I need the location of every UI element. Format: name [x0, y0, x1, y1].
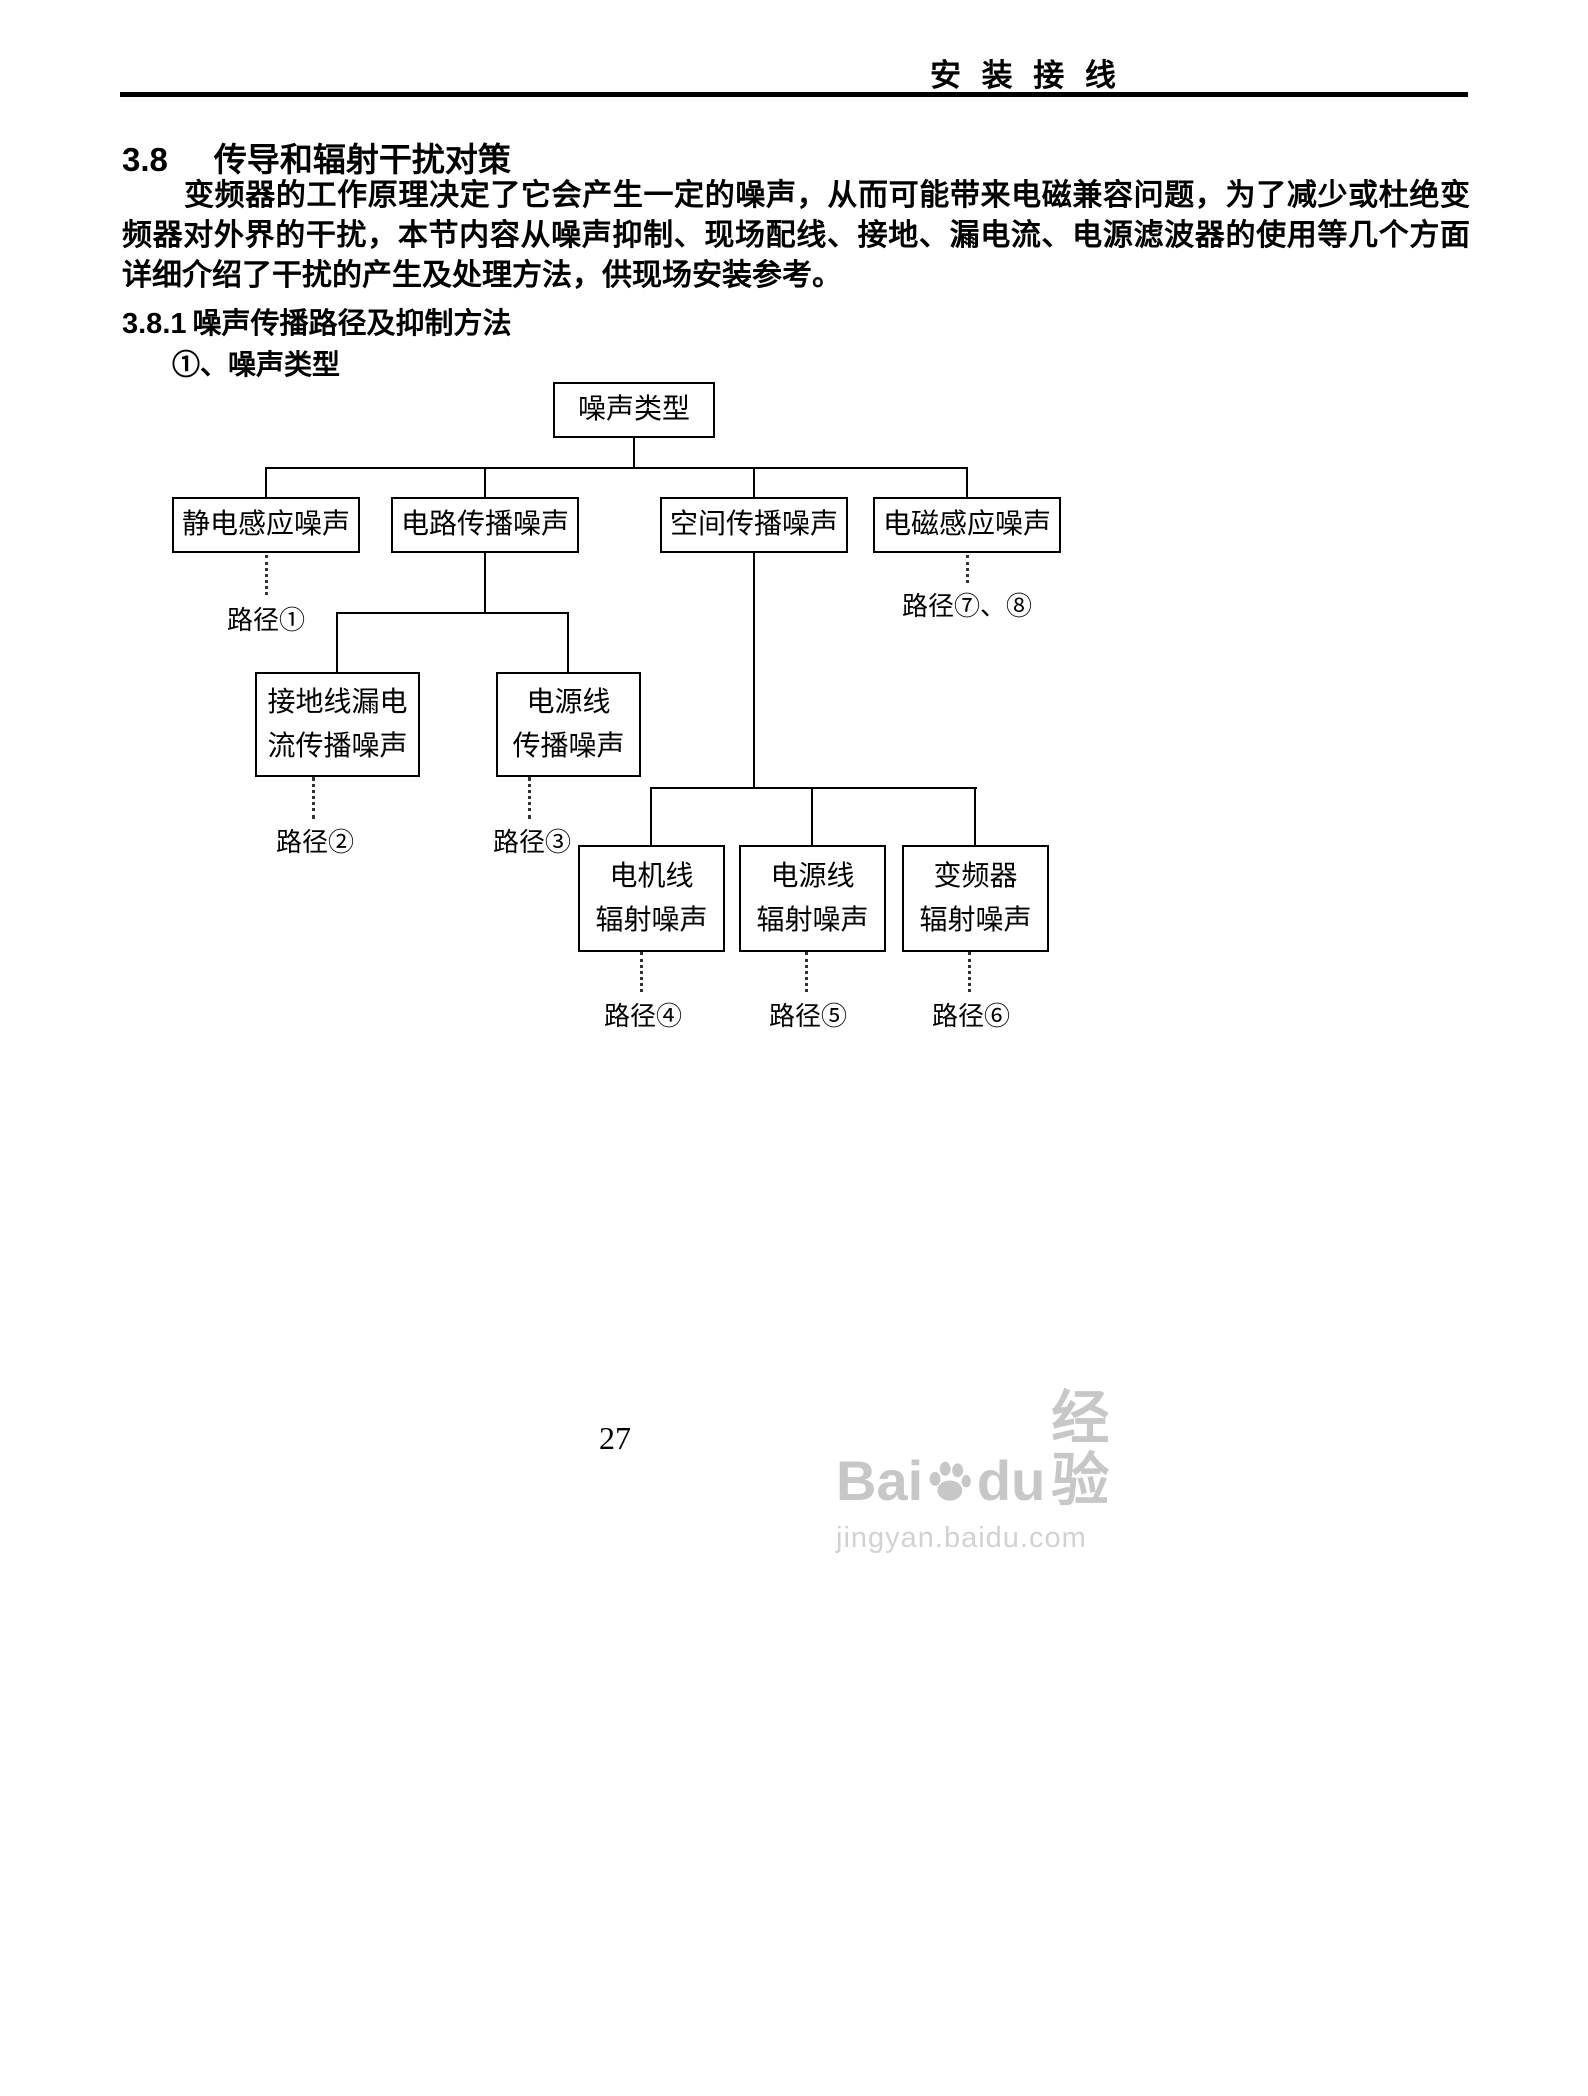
section-number: 3.8: [122, 141, 168, 178]
path-label-2: 路径②: [275, 828, 354, 857]
dotted-connector: [968, 952, 971, 992]
node-label: 空间传播噪声: [669, 509, 838, 540]
node-label-line2: 辐射噪声: [919, 904, 1032, 936]
connector-line: [753, 553, 755, 789]
baidu-logo-text-du: du: [976, 1449, 1046, 1512]
path-label-6: 路径⑥: [931, 1002, 1010, 1031]
node-inverter-radiation-noise: 变频器 辐射噪声: [902, 845, 1049, 952]
node-label-line2: 流传播噪声: [267, 730, 408, 762]
running-head: 安 装 接 线: [930, 58, 1122, 93]
path-label-1: 路径①: [226, 606, 305, 635]
dotted-connector: [312, 777, 315, 819]
section-title: 3.8 传导和辐射干扰对策: [122, 133, 511, 181]
connector-line: [650, 787, 977, 789]
subsection-heading-text: 噪声传播路径及抑制方法: [192, 308, 512, 340]
noise-propagation-diagram: 噪声类型 静电感应噪声 电路传播噪声 空间传播噪声 电磁感应噪声 路径① 路径⑦…: [0, 372, 1588, 1052]
section-heading-text: 传导和辐射干扰对策: [213, 141, 511, 178]
path-label-4: 路径④: [603, 1002, 682, 1031]
baidu-paw-icon: [929, 1461, 971, 1501]
node-label: 电路传播噪声: [400, 509, 569, 540]
dotted-connector: [528, 777, 531, 819]
baidu-logo: Bai du 经验: [836, 1388, 1166, 1512]
baidu-watermark: Bai du 经验 jingyan.baidu.com: [836, 1388, 1166, 1555]
node-electromagnetic-induction-noise: 电磁感应噪声: [873, 497, 1061, 553]
node-space-propagation-noise: 空间传播噪声: [660, 497, 848, 553]
baidu-logo-text-jingyan: 经验: [1051, 1386, 1112, 1513]
connector-line: [966, 467, 968, 497]
node-label-line1: 电源线: [526, 686, 611, 718]
node-noise-type: 噪声类型: [553, 382, 715, 438]
connector-line: [265, 467, 267, 497]
connector-line: [567, 612, 569, 672]
node-circuit-propagation-noise: 电路传播噪声: [391, 497, 579, 553]
connector-line: [811, 787, 813, 845]
baidu-logo-text-bai: Bai: [836, 1449, 924, 1512]
node-label-line1: 电源线: [770, 860, 855, 892]
intro-paragraph: 变频器的工作原理决定了它会产生一定的噪声，从而可能带来电磁兼容问题，为了减少或杜…: [122, 179, 1470, 292]
connector-line: [484, 553, 486, 612]
node-motor-line-radiation-noise: 电机线 辐射噪声: [578, 845, 725, 952]
connector-line: [484, 467, 486, 497]
page-number: 27: [599, 1420, 631, 1456]
node-label-line1: 电机线: [609, 860, 694, 892]
connector-line: [633, 438, 635, 468]
header-rule: [120, 92, 1468, 97]
path-label-5: 路径⑤: [768, 1002, 847, 1031]
node-electrostatic-induction-noise: 静电感应噪声: [172, 497, 360, 553]
node-label: 静电感应噪声: [181, 509, 350, 540]
node-power-line-propagation-noise: 电源线 传播噪声: [496, 672, 641, 777]
dotted-connector: [805, 952, 808, 992]
node-label-line2: 辐射噪声: [756, 904, 869, 936]
node-label-line2: 传播噪声: [512, 730, 625, 762]
noise-type-list-item: ①、噪声类型: [172, 349, 341, 380]
watermark-url: jingyan.baidu.com: [836, 1522, 1087, 1554]
dotted-connector: [640, 952, 643, 992]
node-power-line-radiation-noise: 电源线 辐射噪声: [739, 845, 886, 952]
path-label-3: 路径③: [492, 828, 571, 857]
node-label-line2: 辐射噪声: [595, 904, 708, 936]
node-ground-leakage-current-noise: 接地线漏电 流传播噪声: [255, 672, 420, 777]
subsection-number: 3.8.1: [122, 308, 187, 340]
path-label-7-8: 路径⑦、⑧: [901, 592, 1032, 621]
connector-line: [336, 612, 569, 614]
connector-line: [265, 467, 968, 469]
connector-line: [753, 467, 755, 497]
node-label: 电磁感应噪声: [882, 509, 1051, 540]
dotted-connector: [966, 555, 969, 583]
node-label-line1: 变频器: [933, 860, 1018, 892]
node-label: 噪声类型: [577, 394, 690, 425]
connector-line: [650, 787, 652, 845]
node-label-line1: 接地线漏电: [267, 686, 408, 718]
dotted-connector: [265, 555, 268, 595]
connector-line: [974, 787, 976, 845]
connector-line: [336, 612, 338, 672]
